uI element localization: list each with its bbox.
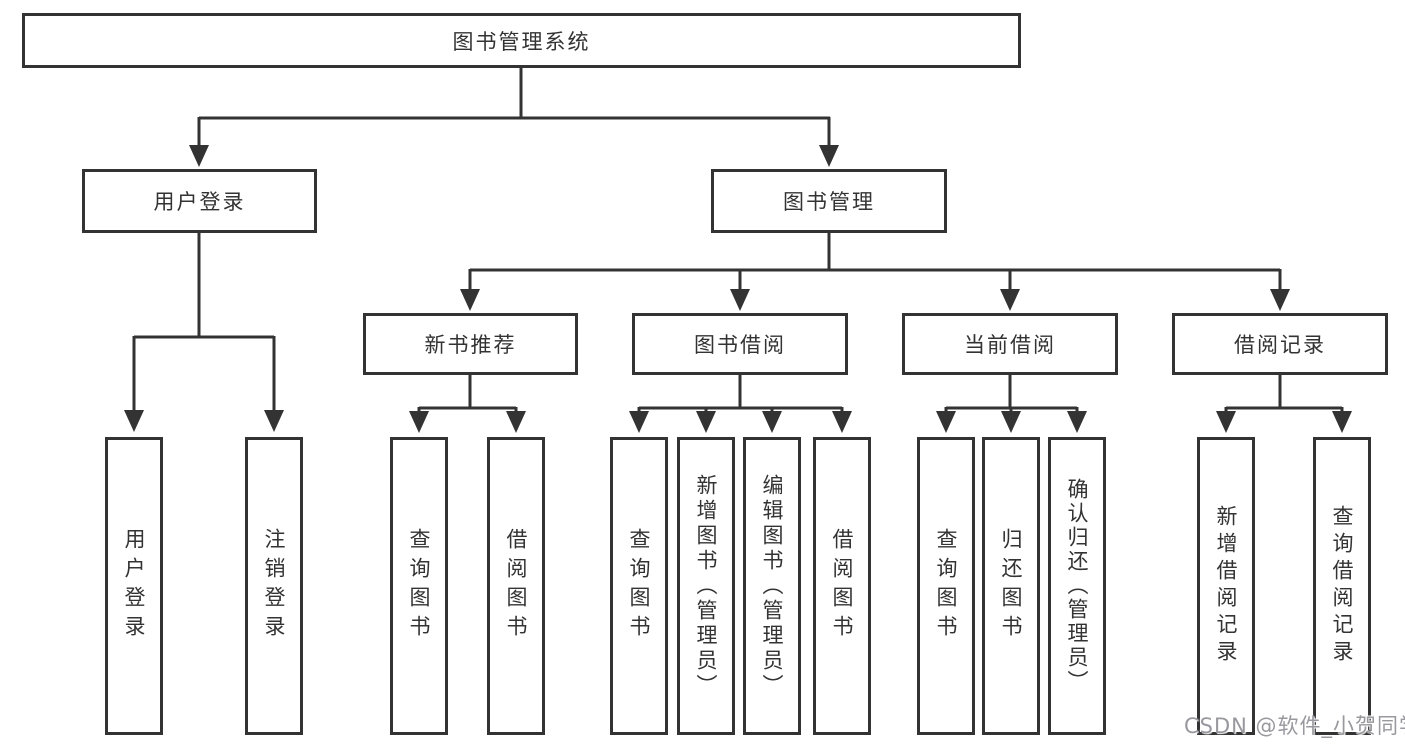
leaf-nbr-borrow-books: 借阅图书 <box>487 437 545 735</box>
leaf-nbr-query-books: 查询图书 <box>390 437 448 735</box>
node-book-management: 图书管理 <box>711 169 947 233</box>
leaf-cb-confirm-return-admin: 确认归还（管理员） <box>1048 437 1106 735</box>
leaf-br-query-record: 查询借阅记录 <box>1313 437 1371 735</box>
node-book-borrowing: 图书借阅 <box>632 313 848 375</box>
node-current-borrowing: 当前借阅 <box>902 313 1118 375</box>
node-user-login: 用户登录 <box>82 169 317 233</box>
leaf-bb-borrow-books: 借阅图书 <box>813 437 871 735</box>
leaf-logout: 注销登录 <box>245 437 303 735</box>
leaf-br-add-record: 新增借阅记录 <box>1197 437 1255 735</box>
leaf-cb-query-books: 查询图书 <box>917 437 975 735</box>
node-new-book-recommend: 新书推荐 <box>363 313 578 375</box>
node-borrow-records: 借阅记录 <box>1172 313 1388 375</box>
node-root: 图书管理系统 <box>22 13 1021 68</box>
leaf-user-login: 用户登录 <box>105 437 163 735</box>
leaf-bb-query-books: 查询图书 <box>610 437 668 735</box>
leaf-cb-return-books: 归还图书 <box>982 437 1040 735</box>
leaf-bb-edit-books-admin: 编辑图书（管理员） <box>743 437 801 735</box>
watermark: CSDN @软件_小贺同学 <box>1184 714 1405 738</box>
arrowheads <box>124 145 1352 433</box>
leaf-bb-add-books-admin: 新增图书（管理员） <box>677 437 735 735</box>
